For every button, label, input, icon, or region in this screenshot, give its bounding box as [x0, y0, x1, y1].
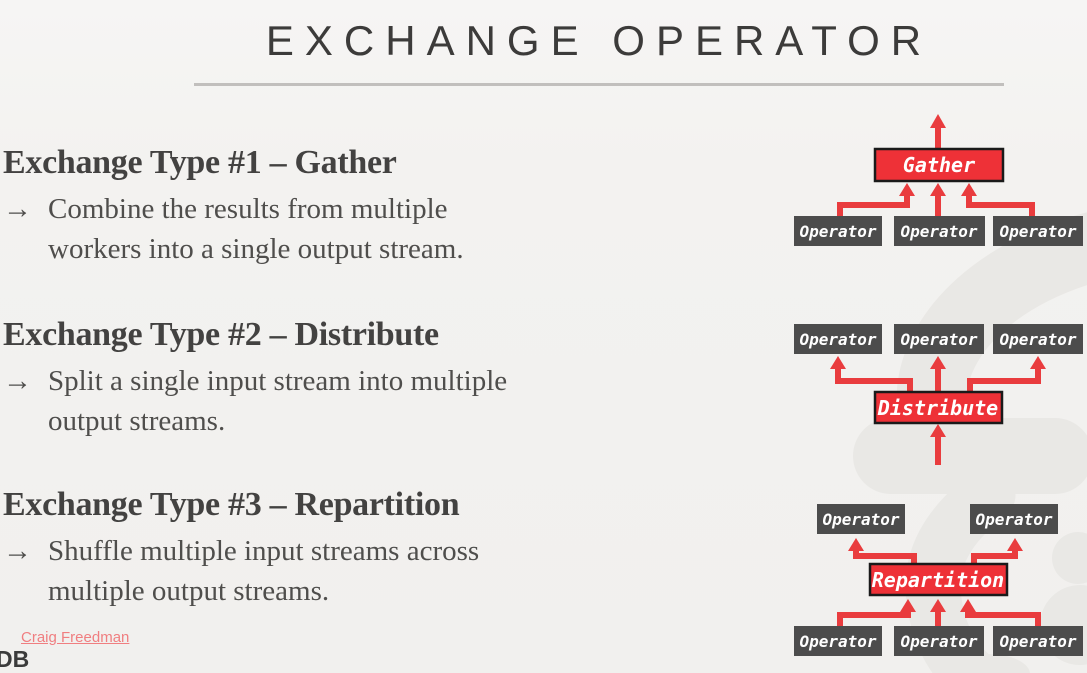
gather-input-arrowhead-center-icon	[930, 183, 946, 196]
bullet-arrow-icon: →	[3, 193, 32, 226]
operator-label: Operator	[999, 632, 1076, 651]
distribute-output-arrow-left	[835, 369, 913, 392]
repartition-input-arrow-right	[965, 612, 1041, 626]
operator-label: Operator	[799, 330, 876, 349]
bullet-item: → Combine the results from multiple worke…	[3, 189, 683, 269]
distribute-exchange-box	[873, 390, 1004, 425]
operator-box	[894, 216, 985, 246]
repartition-input-arrowhead-left-icon	[900, 599, 916, 612]
watermark-blob-bottom	[946, 654, 1030, 673]
operator-box	[794, 324, 882, 354]
operator-box	[794, 626, 882, 656]
repartition-exchange-box	[868, 562, 1009, 597]
operator-label: Operator	[900, 330, 977, 349]
operator-label: Operator	[799, 222, 876, 241]
gather-output-arrowhead-icon	[930, 114, 946, 128]
bullet-text: Shuffle multiple input streams across mul…	[48, 531, 479, 611]
bullet-line1: Combine the results from multiple	[48, 193, 448, 226]
distribute-output-arrowhead-left-icon	[830, 356, 846, 369]
repartition-input-arrowhead-center-icon	[930, 599, 946, 612]
bullet-arrow-icon: →	[3, 535, 32, 568]
gather-input-arrowhead-right-icon	[961, 183, 977, 196]
operator-box	[970, 504, 1058, 534]
watermark-circle-small	[1052, 532, 1087, 584]
repartition-input-arrowhead-right-icon	[960, 599, 976, 612]
slide-title: EXCHANGE OPERATOR	[265, 17, 933, 64]
repartition-input-arrow-left	[837, 612, 911, 626]
bullet-line1: Shuffle multiple input streams across	[48, 535, 480, 568]
operator-box	[993, 626, 1083, 656]
operator-box	[894, 626, 984, 656]
operator-label: Operator	[975, 510, 1052, 529]
craig-freedman-link[interactable]: Craig Freedman	[21, 629, 130, 646]
bullet-line2: multiple output streams.	[48, 575, 330, 608]
repartition-output-arrow-left	[853, 551, 917, 564]
operator-label: Operator	[999, 330, 1076, 349]
repartition-diagram: Operator Operator Repartition Operator O…	[794, 504, 1083, 656]
operator-box	[817, 504, 905, 534]
gather-exchange-label: Gather	[903, 153, 975, 177]
gather-input-arrowhead-left-icon	[899, 183, 915, 196]
operator-label: Operator	[900, 222, 977, 241]
bullet-text: Combine the results from multiple workers…	[48, 189, 464, 269]
section-heading: Exchange Type #2 – Distribute	[3, 316, 439, 353]
gather-exchange-box	[873, 147, 1005, 183]
section-heading: Exchange Type #3 – Repartition	[3, 486, 460, 523]
repartition-output-arrowhead-left-icon	[848, 538, 864, 551]
operator-box	[794, 216, 882, 246]
operator-box	[894, 324, 984, 354]
distribute-output-arrowhead-center-icon	[930, 356, 946, 369]
operator-label: Operator	[999, 222, 1076, 241]
section-heading: Exchange Type #1 – Gather	[3, 144, 397, 181]
operator-box	[993, 324, 1083, 354]
gather-input-arrow-left	[837, 196, 910, 216]
repartition-output-arrowhead-right-icon	[1007, 538, 1023, 551]
operator-box	[993, 216, 1083, 246]
operator-label: Operator	[900, 632, 977, 651]
bullet-line2: output streams.	[48, 405, 226, 438]
operator-label: Operator	[799, 632, 876, 651]
bullet-line1: Split a single input stream into multipl…	[48, 365, 508, 398]
distribute-exchange-label: Distribute	[877, 396, 998, 420]
bullet-item: → Split a single input stream into multi…	[3, 361, 683, 441]
title-divider	[194, 83, 1004, 86]
bullet-item: → Shuffle multiple input streams across m…	[3, 531, 683, 611]
repartition-exchange-label: Repartition	[872, 568, 1004, 592]
bullet-text: Split a single input stream into multipl…	[48, 361, 507, 441]
gather-input-arrow-right	[966, 196, 1035, 216]
operator-label: Operator	[822, 510, 899, 529]
section-distribute: Exchange Type #2 – Distribute → Split a …	[3, 315, 683, 441]
distribute-input-arrowhead-icon	[930, 424, 946, 437]
distribute-output-arrow-right	[967, 369, 1041, 392]
repartition-output-arrow-right	[971, 551, 1018, 564]
bullet-line2: workers into a single output stream.	[48, 233, 464, 266]
distribute-output-arrowhead-right-icon	[1030, 356, 1046, 369]
gather-diagram: Gather Operator Operator Operator	[794, 114, 1083, 246]
db-logo-fragment: DB	[0, 646, 30, 672]
section-repartition: Exchange Type #3 – Repartition → Shuffle…	[3, 485, 683, 611]
distribute-diagram: Operator Operator Operator Distribute	[794, 324, 1083, 465]
bullet-arrow-icon: →	[3, 365, 32, 398]
watermark-blob-middle	[853, 418, 1087, 494]
section-gather: Exchange Type #1 – Gather → Combine the …	[3, 143, 683, 269]
